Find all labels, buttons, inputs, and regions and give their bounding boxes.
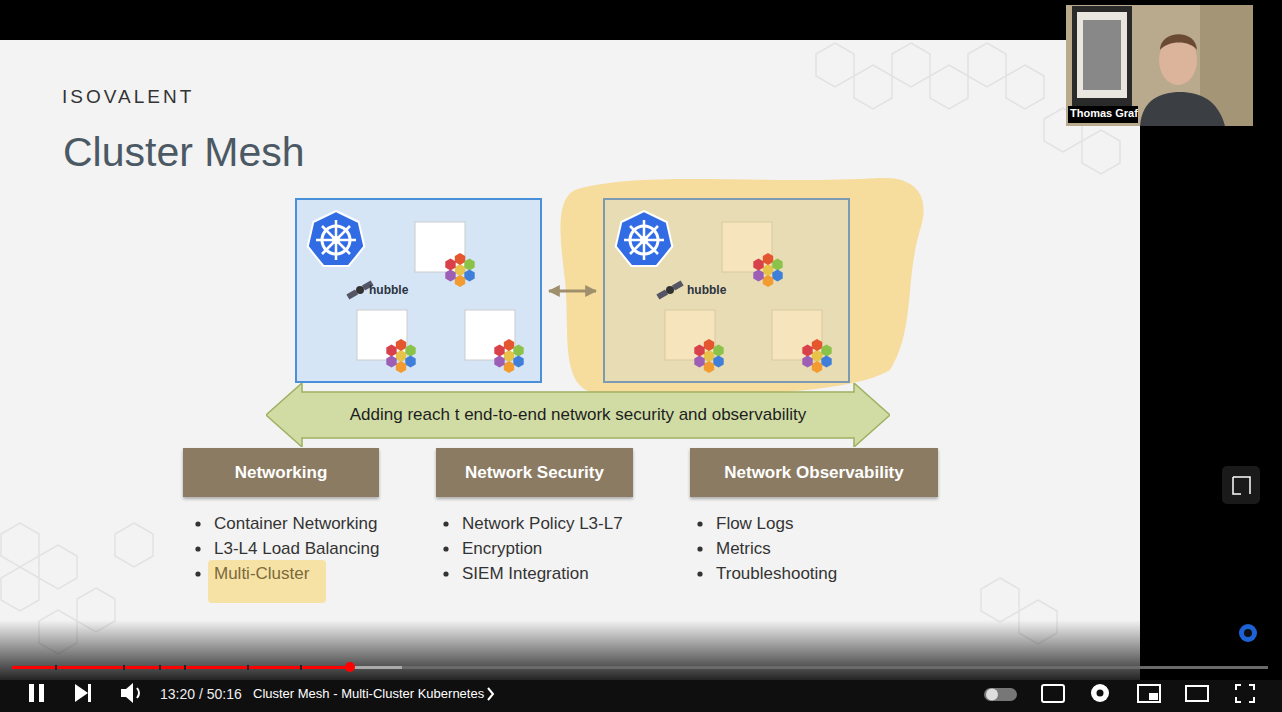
band-text: Adding reach t end-to-end network securi… [350,405,806,425]
list-item: Metrics [716,539,771,559]
list-item: Network Policy L3-L7 [462,514,623,534]
list-item: Multi-Cluster [214,564,309,584]
component-label: hubble [687,283,726,297]
cluster-box: hubble [603,198,850,383]
component-label: hubble [369,283,408,297]
category-box: Networking [183,448,379,497]
category-heading: Networking [235,463,328,483]
list-item: Container Networking [214,514,377,534]
category-heading: Network Observability [724,463,904,483]
cluster-box: hubble [295,198,542,383]
video-time: 13:20 / 50:16 [160,686,242,702]
link-arrow [549,290,596,293]
list-item: Encryption [462,539,542,559]
category-box: Network Security [436,448,633,497]
category-heading: Network Security [465,463,604,483]
slide-title: Cluster Mesh [63,129,305,176]
list-item: Flow Logs [716,514,793,534]
arrow-band: Adding reach t end-to-end network securi… [266,383,890,447]
band-outline [266,383,890,447]
category-box: Network Observability [690,448,938,497]
list-item: L3-L4 Load Balancing [214,539,379,559]
video-title: Cluster Mesh - Multi-Cluster Kubernetes [253,686,484,701]
speaker-name: Thomas Graf [1070,107,1138,119]
brand-logo: ISOVALENT [62,86,194,108]
list-item: Troubleshooting [716,564,837,584]
list-item: SIEM Integration [462,564,589,584]
